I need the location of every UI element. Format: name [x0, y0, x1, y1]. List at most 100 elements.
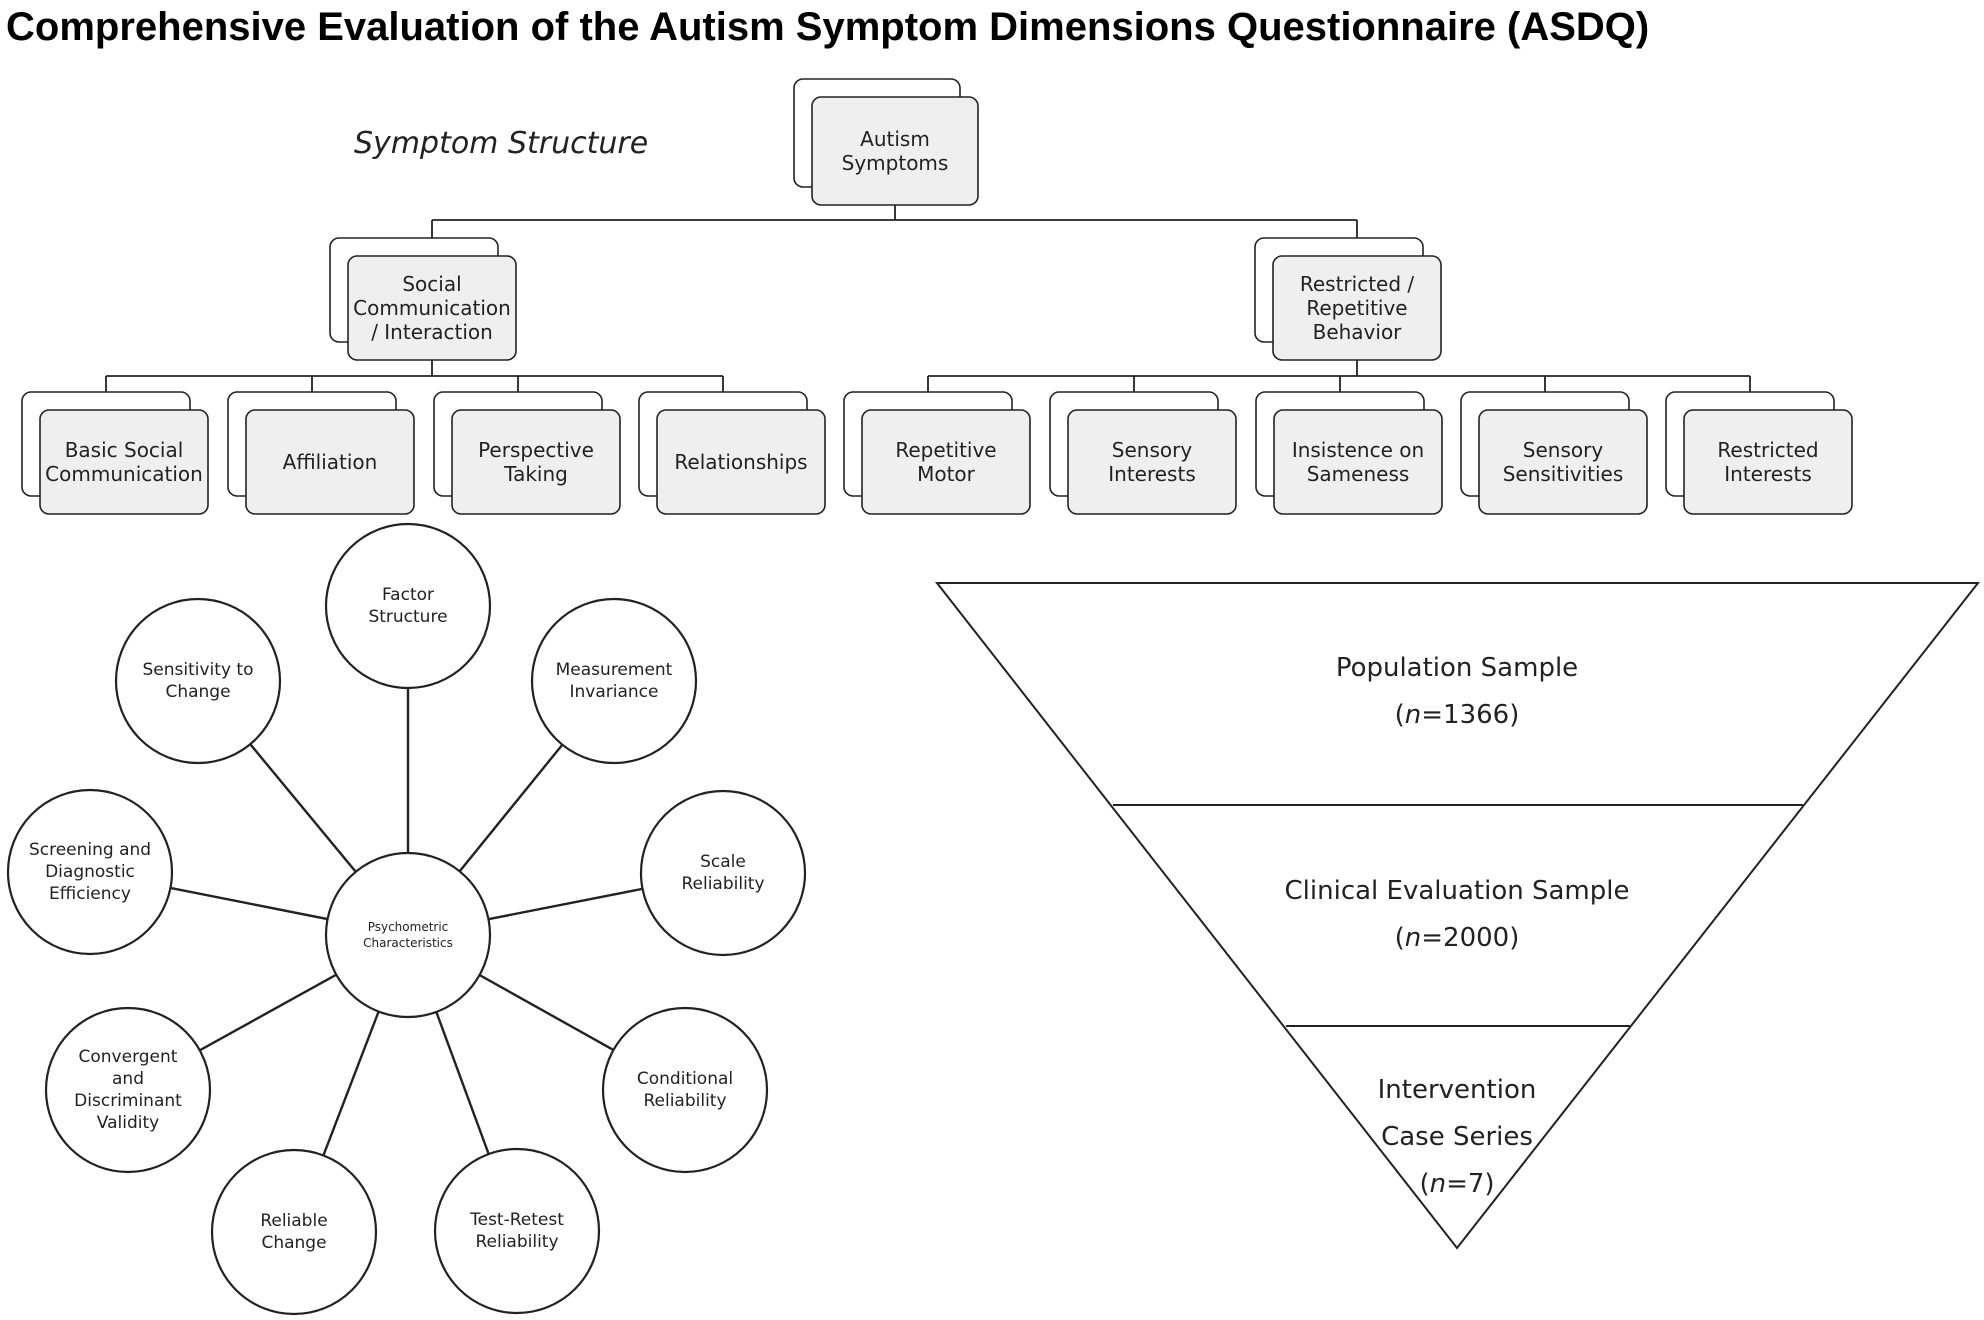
- node-label: Sensory: [1112, 438, 1193, 462]
- funnel-sample-size: (n=7): [1419, 1169, 1494, 1199]
- outer-circle: [114, 597, 282, 765]
- n-symbol: n: [1405, 700, 1421, 730]
- funnel-tier-label: Clinical Evaluation Sample: [1285, 876, 1630, 906]
- outer-label: Sensitivity to: [143, 660, 254, 680]
- paren-open: (: [1419, 1169, 1429, 1199]
- funnel-tier-label: Population Sample: [1336, 653, 1578, 683]
- node-label: Sensory: [1523, 438, 1604, 462]
- node-front-card: [245, 409, 415, 515]
- node-label: Autism: [860, 127, 930, 151]
- outer-label: Reliability: [681, 874, 764, 894]
- outer-circle: [210, 1148, 378, 1316]
- node-label: Restricted /: [1300, 272, 1415, 296]
- outer-label: Scale: [700, 852, 746, 872]
- node-label: Interests: [1724, 462, 1812, 486]
- node-front-card: [1067, 409, 1237, 515]
- node-front-card: [1272, 255, 1442, 361]
- funnel-tier-label: Intervention: [1378, 1075, 1537, 1105]
- node-label: Insistence on: [1292, 438, 1424, 462]
- n-symbol: n: [1405, 923, 1421, 953]
- funnel-tier-label: Case Series: [1381, 1122, 1533, 1152]
- outer-label: Factor: [382, 585, 434, 605]
- outer-label: Diagnostic: [45, 862, 135, 882]
- outer-label: Validity: [97, 1113, 159, 1133]
- node-label: Communication: [45, 462, 203, 486]
- node-label: Interests: [1108, 462, 1196, 486]
- node-label: Sensitivities: [1503, 462, 1624, 486]
- outer-label: Change: [261, 1233, 326, 1253]
- outer-label: Structure: [368, 607, 447, 627]
- paren-close: ): [1509, 700, 1519, 730]
- node-label: Sameness: [1307, 462, 1410, 486]
- outer-label: Test-Retest: [469, 1210, 564, 1230]
- outer-label: Change: [165, 682, 230, 702]
- outer-circle: [530, 597, 698, 765]
- node-front-card: [861, 409, 1031, 515]
- node-leaf-1-2: Affiliation: [227, 391, 415, 515]
- outer-circle: [639, 789, 807, 957]
- hierarchy-connectors: [105, 205, 1751, 392]
- node-label: Repetitive: [895, 438, 996, 462]
- n-value: =2000: [1421, 923, 1509, 953]
- node-label: / Interaction: [371, 320, 493, 344]
- node-label: Restricted: [1717, 438, 1818, 462]
- outer-label: and: [112, 1069, 144, 1089]
- node-front-card: [811, 96, 979, 206]
- center-label: Characteristics: [363, 936, 453, 950]
- paren-open: (: [1395, 700, 1405, 730]
- outer-label: Discriminant: [74, 1091, 182, 1111]
- outer-label: Conditional: [637, 1069, 733, 1089]
- node-label: Communication: [353, 296, 511, 320]
- center-circle: [324, 851, 492, 1019]
- node-label: Affiliation: [283, 450, 378, 474]
- outer-circle: [324, 522, 492, 690]
- node-front-card: [347, 255, 517, 361]
- outer-label: Reliable: [260, 1211, 327, 1231]
- outer-circle: [601, 1006, 769, 1174]
- n-value: =1366: [1421, 700, 1509, 730]
- outer-label: Efficiency: [49, 884, 131, 904]
- funnel-tier-2: Clinical Evaluation Sample (n=2000): [1285, 876, 1630, 953]
- node-front-card: [1683, 409, 1853, 515]
- node-label: Taking: [503, 462, 568, 486]
- node-front-card: [656, 409, 826, 515]
- outer-label: Invariance: [570, 682, 659, 702]
- outer-circle: [6, 788, 174, 956]
- outer-circle: [433, 1147, 601, 1315]
- node-label: Basic Social: [65, 438, 184, 462]
- node-front-card: [39, 409, 209, 515]
- outer-label: Screening and: [29, 840, 151, 860]
- paren-close: ): [1509, 923, 1519, 953]
- outer-label: Reliability: [475, 1232, 558, 1252]
- diagram-title: Comprehensive Evaluation of the Autism S…: [6, 5, 1649, 49]
- funnel-sample-size: (n=2000): [1395, 923, 1520, 953]
- paren-close: ): [1484, 1169, 1494, 1199]
- funnel-tier-1: Population Sample (n=1366): [1336, 653, 1578, 730]
- node-label: Behavior: [1313, 320, 1403, 344]
- funnel-triangle: [934, 582, 1981, 1250]
- node-leaf-1-4: Relationships: [638, 391, 826, 515]
- outer-label: Measurement: [556, 660, 673, 680]
- node-front-card: [1273, 409, 1443, 515]
